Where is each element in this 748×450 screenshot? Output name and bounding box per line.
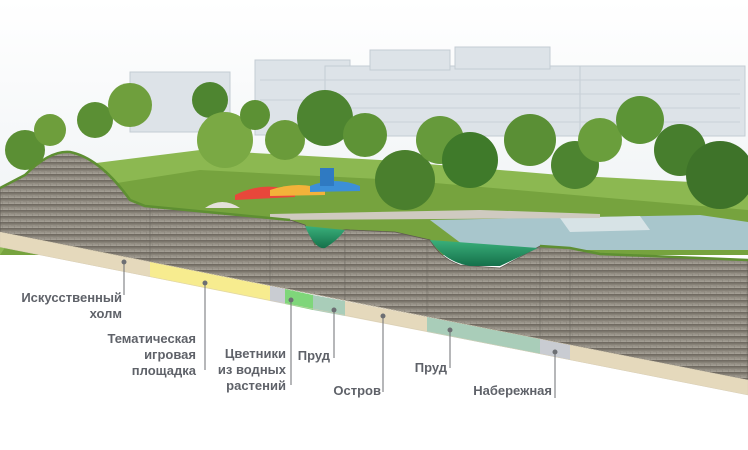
label-playground: Тематическая игровая площадка	[107, 331, 196, 379]
label-hill-line-2: холм	[89, 306, 122, 321]
label-flowerbeds-line-1: Цветники	[224, 346, 286, 361]
label-playground-line-3: площадка	[131, 363, 196, 378]
label-island: Остров	[333, 383, 381, 398]
label-flowerbeds-line-2: из водных	[217, 362, 286, 377]
label-playground-line-2: игровая	[144, 347, 196, 362]
playground-canopies	[205, 168, 360, 208]
label-hill: Искусственный холм	[21, 290, 122, 322]
pond-water-sections	[305, 226, 538, 266]
label-playground-line-1: Тематическая	[107, 331, 196, 346]
label-pond-2: Пруд	[414, 360, 447, 375]
trees	[5, 82, 748, 210]
label-flowerbeds: Цветники из водных растений	[218, 346, 286, 394]
zone-strip	[0, 231, 748, 396]
leader-lines	[121, 259, 558, 398]
label-flowerbeds-line-3: растений	[226, 378, 286, 393]
label-embankment: Набережная	[473, 383, 552, 398]
label-hill-line-1: Искусственный	[21, 290, 122, 305]
label-pond-1: Пруд	[297, 348, 330, 363]
